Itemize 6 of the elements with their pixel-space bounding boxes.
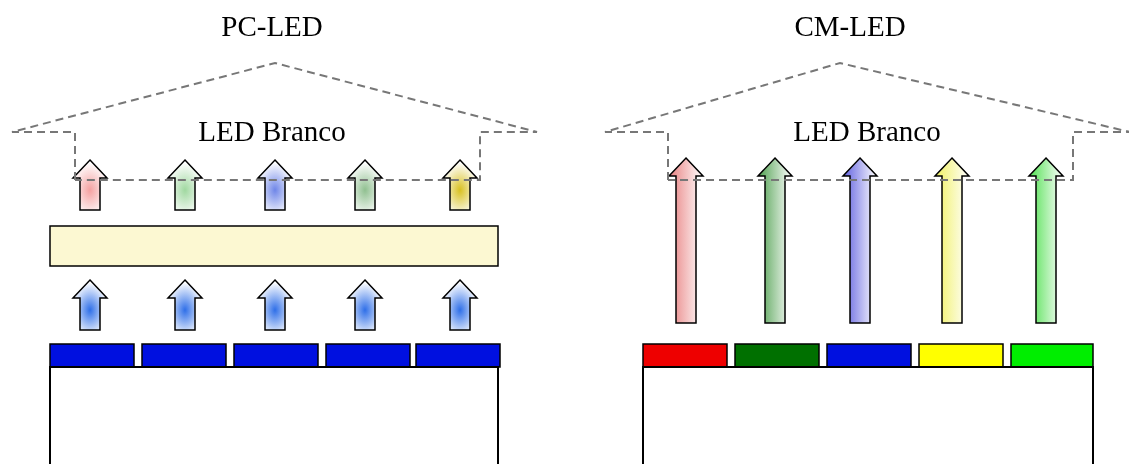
node-label: LED Branco bbox=[198, 115, 346, 148]
panel-title: PC-LED bbox=[221, 10, 323, 43]
node-label: LED Branco bbox=[793, 115, 941, 148]
panel-title: CM-LED bbox=[794, 10, 906, 43]
dashed-outline bbox=[605, 63, 1129, 181]
dashed-outline bbox=[12, 63, 537, 181]
